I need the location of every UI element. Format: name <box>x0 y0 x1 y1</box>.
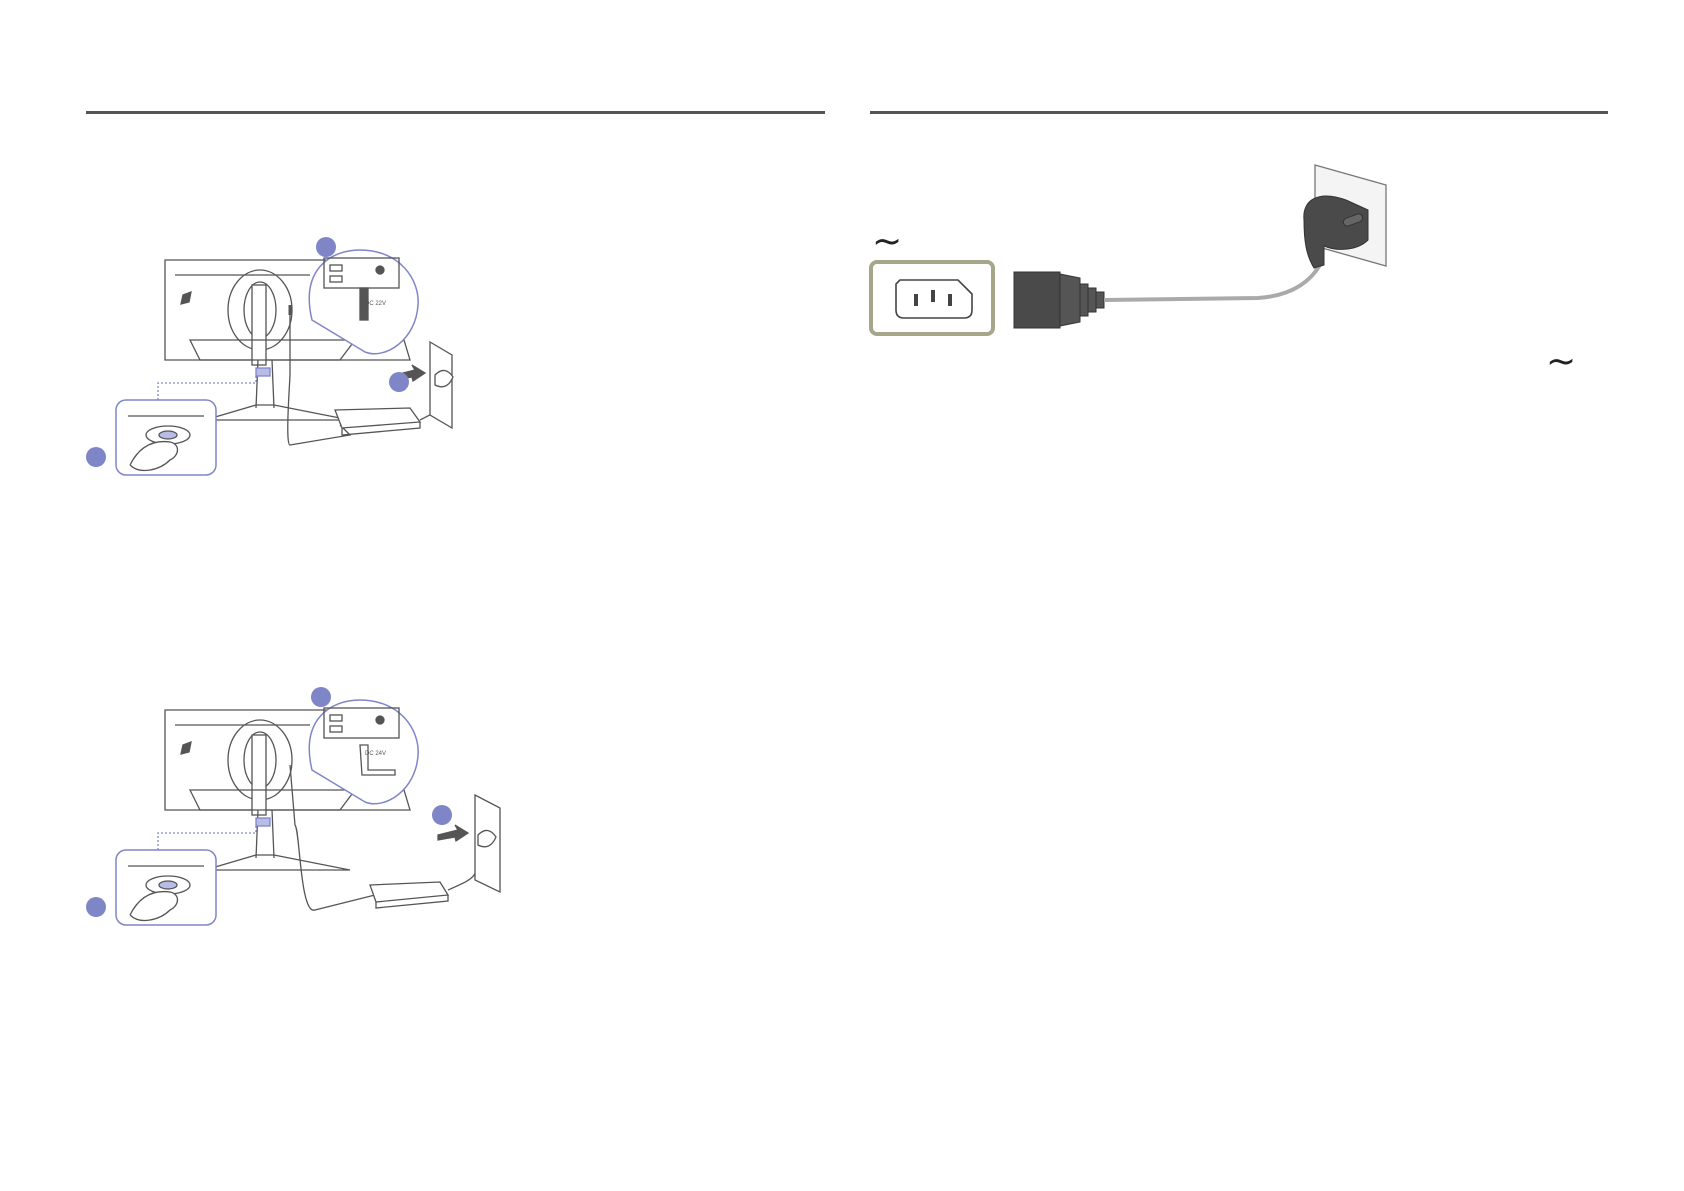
step-badge <box>86 897 106 917</box>
ac-symbol-top: ~ <box>872 224 902 260</box>
power-adapter-illustration <box>335 408 420 435</box>
step-badge <box>432 805 452 825</box>
monitor-connection-figure-2: DC 24V <box>80 680 540 940</box>
step-badge <box>311 687 331 707</box>
ac-inlet-illustration <box>871 262 993 334</box>
ac-cord-figure <box>868 160 1428 350</box>
power-button-illustration <box>116 850 216 925</box>
wall-outlet-illustration <box>1304 165 1386 268</box>
step-badge <box>316 237 336 257</box>
port-label: DC 22V <box>365 301 386 307</box>
port-label: DC 24V <box>365 751 386 757</box>
ac-symbol-side: ~ <box>1546 344 1576 380</box>
monitor-connection-figure-1: DC 22V <box>80 230 500 490</box>
power-adapter-illustration <box>370 882 448 908</box>
ac-plug-illustration <box>1014 272 1104 328</box>
power-button-illustration <box>116 400 216 475</box>
step-badge <box>86 447 106 467</box>
step-badge <box>389 372 409 392</box>
left-section-rule <box>86 111 825 114</box>
right-section-rule <box>870 111 1608 114</box>
